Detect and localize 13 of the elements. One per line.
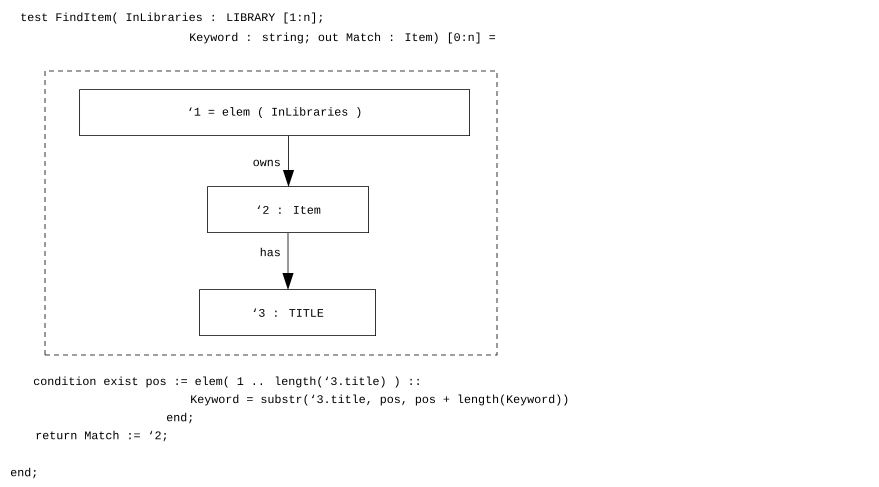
code-line: test FindItem( InLibraries : LIBRARY [1:n]; bbox=[21, 12, 322, 24]
edge-label: has bbox=[258, 246, 282, 258]
code-line: condition exist pos := elem( 1 .. length(‘3.title) ) :: bbox=[34, 376, 419, 388]
dashed-frame bbox=[44, 70, 498, 356]
pattern-box: ‘3 : TITLE bbox=[199, 289, 376, 336]
code-line: return Match := ‘2; bbox=[36, 430, 166, 442]
pattern-box: ‘2 : Item bbox=[207, 186, 369, 233]
pattern-box: ‘1 = elem ( InLibraries ) bbox=[79, 89, 470, 136]
code-line: Keyword = substr(‘3.title, pos, pos + length(Keyword)) bbox=[191, 394, 568, 406]
code-line: Keyword : string; out Match : Item) [0:n] = bbox=[190, 32, 496, 44]
edge-label: owns bbox=[252, 158, 282, 168]
code-line: end; bbox=[166, 412, 192, 424]
code-line: end; bbox=[10, 468, 36, 478]
